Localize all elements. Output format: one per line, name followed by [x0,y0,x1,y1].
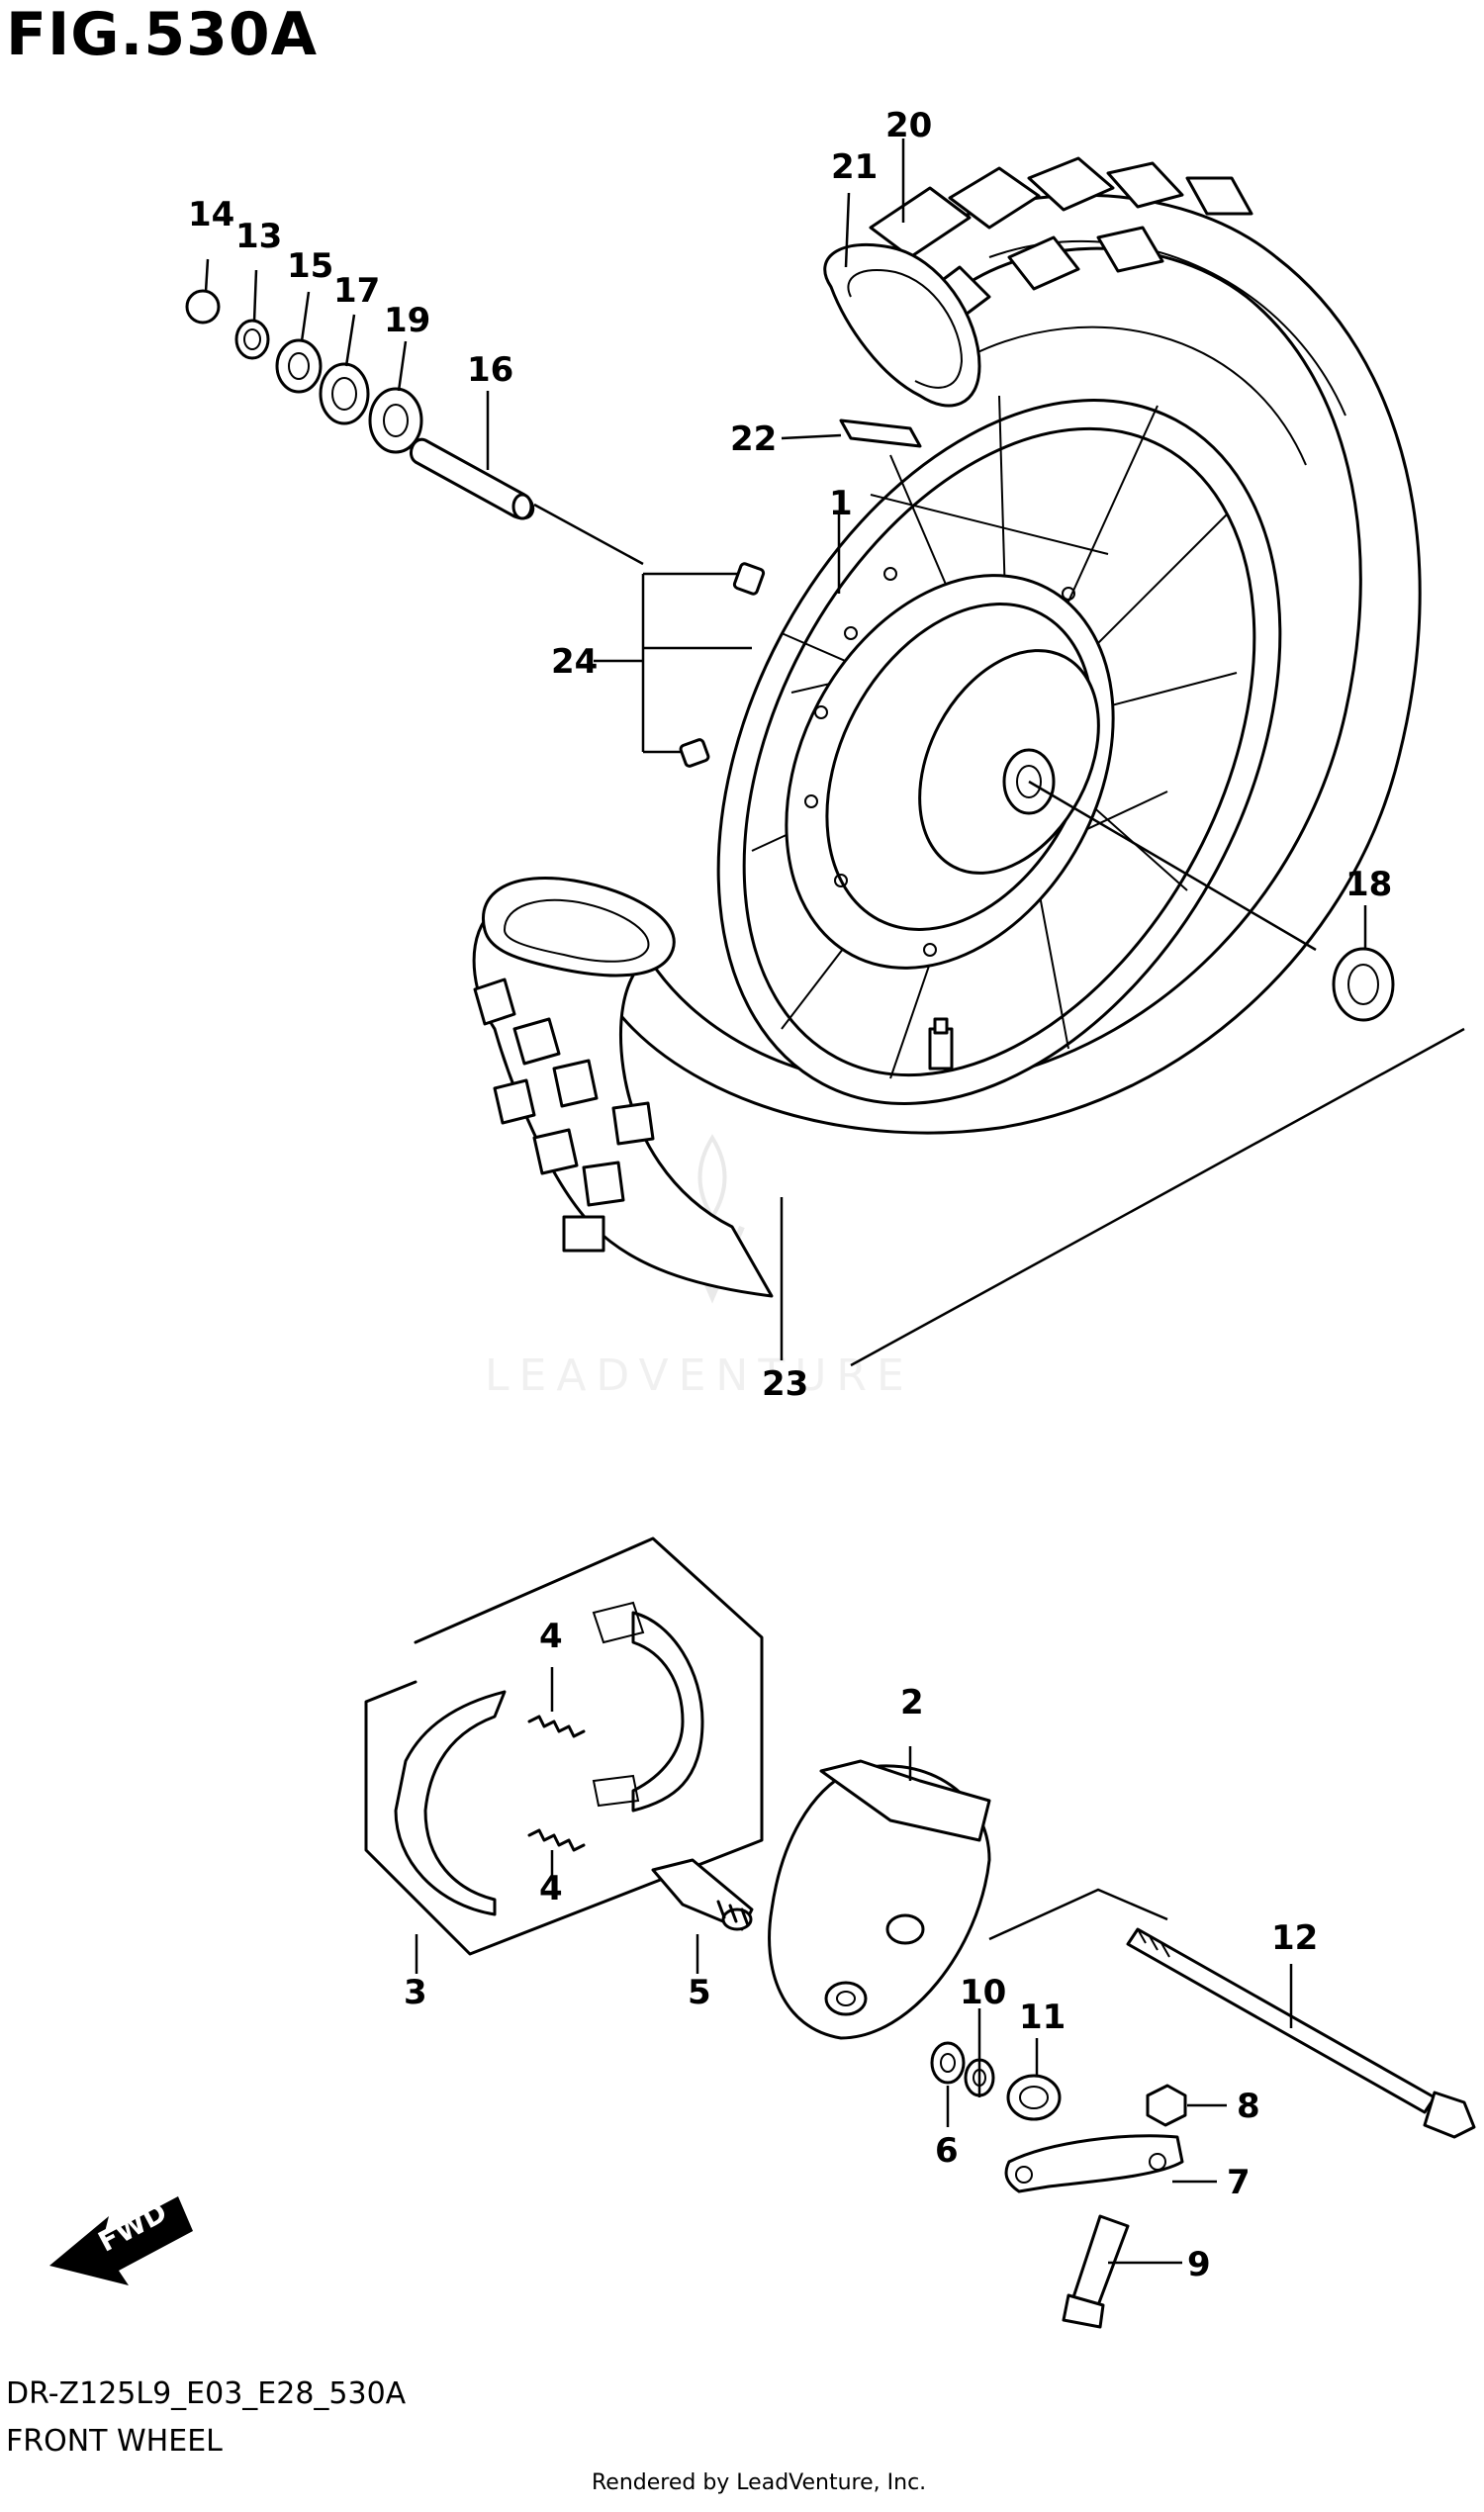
figure-title: FIG.530A [6,0,319,69]
washer-6[interactable] [930,2041,966,2085]
callout-5: 5 [688,1973,711,2012]
section-name: FRONT WHEEL [6,2424,223,2459]
callout-13: 13 [235,217,282,256]
nut-8[interactable] [1146,2084,1187,2127]
callout-11: 11 [1019,1998,1066,2037]
watermark-text: LEADVENTURE [485,1350,914,1401]
tire-tread-bottom [473,977,655,1253]
callout-4-upper: 4 [539,1617,563,1656]
callout-24: 24 [551,642,598,682]
callout-12: 12 [1271,1918,1318,1958]
brake-panel-2[interactable] [768,1759,991,2040]
guide-line-axle [533,503,644,566]
callout-1: 1 [829,484,853,523]
brake-shoe-box[interactable] [364,1536,764,1956]
spring-upper [527,1715,586,1738]
brake-lever-7[interactable] [1004,2134,1184,2193]
callout-15: 15 [287,246,333,286]
callout-10: 10 [960,1973,1006,2012]
model-code: DR-Z125L9_E03_E28_530A [6,2376,407,2411]
bolts-24[interactable] [679,562,766,768]
callout-9: 9 [1187,2245,1211,2284]
bolt-9[interactable] [1062,2214,1130,2329]
bearing-18[interactable] [1332,947,1395,1022]
wheel-assembly[interactable] [604,304,1394,1200]
callout-4-lower: 4 [539,1869,563,1908]
callout-14: 14 [188,195,234,234]
oil-seal-17 [319,362,370,425]
callout-labels: 20 21 22 1 14 13 15 17 19 16 24 18 23 4 … [188,106,1392,2284]
guide-line-axle-bolt [988,1888,1168,1941]
callout-21: 21 [831,147,878,187]
callout-3: 3 [404,1973,427,2012]
render-credit: Rendered by LeadVenture, Inc. [592,2470,927,2495]
guide-line-right [850,1027,1465,1367]
fwd-arrow-icon: FWD [49,2195,193,2285]
leader-lines [204,139,1367,2265]
bearing-19 [368,387,423,454]
callout-2: 2 [900,1683,924,1722]
callout-16: 16 [467,350,513,390]
callout-23: 23 [762,1364,808,1404]
callout-7: 7 [1227,2163,1251,2202]
guide-line-bearing [1028,780,1317,952]
callout-18: 18 [1345,865,1392,904]
inner-tube[interactable] [823,242,981,408]
rim-band[interactable] [839,419,922,448]
callout-8: 8 [1237,2087,1260,2126]
brake-cam-5[interactable] [651,1858,754,1931]
washer-13 [234,319,270,360]
spacer-nut-14 [185,289,221,325]
callout-22: 22 [730,419,777,459]
watermark-logo: LEADVENTURE [485,1134,914,1401]
callout-17: 17 [333,271,380,311]
callout-19: 19 [384,301,430,340]
axle-bolt-12[interactable] [1126,1927,1476,2139]
callout-6: 6 [935,2131,959,2171]
dust-seal-15 [275,338,323,394]
seal-11[interactable] [1006,2074,1062,2121]
axle-parts-left[interactable] [185,289,535,520]
callout-20: 20 [885,106,932,145]
spring-lower [527,1828,586,1852]
